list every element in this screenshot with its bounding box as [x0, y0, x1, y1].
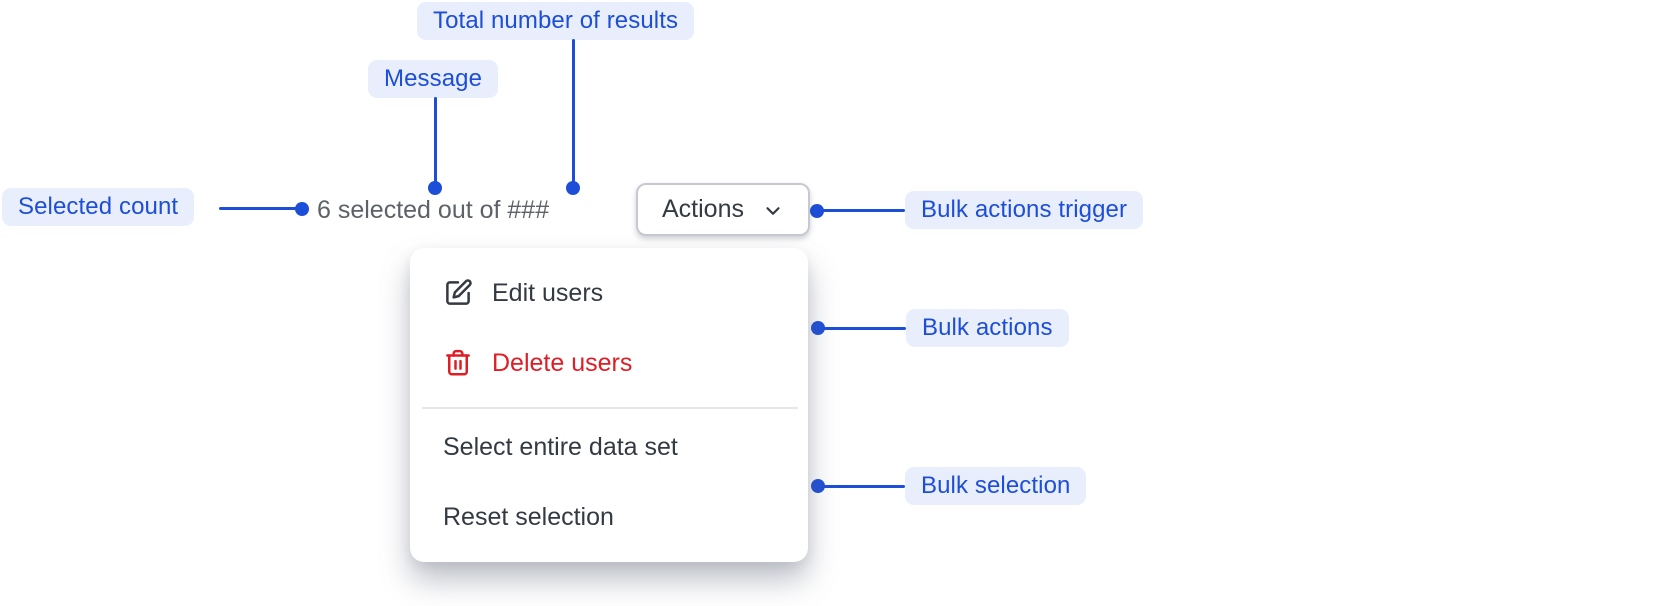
annotation-label-text: Bulk selection: [921, 472, 1071, 499]
menu-item-delete-users[interactable]: Delete users: [410, 328, 808, 398]
bulk-actions-menu: Edit users Delete users Select entire da…: [410, 248, 808, 562]
connector-line: [219, 207, 302, 210]
connector-line: [572, 39, 575, 188]
annotation-label-text: Bulk actions: [922, 314, 1053, 341]
menu-item-label: Select entire data set: [443, 432, 678, 461]
menu-item-label: Reset selection: [443, 502, 614, 531]
connector-dot: [811, 321, 825, 335]
connector-line: [819, 327, 906, 330]
connector-dot: [295, 202, 309, 216]
annotation-label-message: Message: [368, 60, 499, 98]
connector-dot: [428, 181, 442, 195]
connector-dot: [566, 181, 580, 195]
menu-item-label: Edit users: [492, 278, 604, 307]
annotation-label-bulk-actions: Bulk actions: [906, 309, 1069, 347]
chevron-down-icon: [766, 206, 780, 215]
bulk-actions-trigger-button[interactable]: Actions: [636, 183, 810, 236]
menu-item-select-entire-data-set[interactable]: Select entire data set: [410, 412, 808, 482]
annotation-label-text: Bulk actions trigger: [921, 196, 1128, 223]
annotation-label-selected-count: Selected count: [2, 188, 195, 226]
connector-line: [434, 97, 437, 188]
annotation-label-bulk-actions-trigger: Bulk actions trigger: [905, 191, 1144, 229]
menu-item-edit-users[interactable]: Edit users: [410, 258, 808, 328]
connector-dot: [810, 204, 824, 218]
connector-dot: [811, 479, 825, 493]
connector-line: [819, 485, 905, 488]
menu-item-label: Delete users: [492, 348, 633, 377]
trash-icon: [443, 348, 473, 378]
connector-line: [818, 209, 905, 212]
selection-count-message: 6 selected out of ###: [317, 196, 550, 224]
annotation-label-text: Selected count: [18, 193, 179, 220]
annotation-label-bulk-selection: Bulk selection: [905, 467, 1087, 505]
annotation-label-text: Total number of results: [433, 7, 679, 34]
bulk-actions-trigger-label: Actions: [662, 195, 744, 223]
annotation-label-text: Message: [384, 65, 483, 92]
annotation-label-total-results: Total number of results: [417, 2, 695, 40]
menu-item-reset-selection[interactable]: Reset selection: [410, 482, 808, 552]
pencil-icon: [443, 278, 473, 308]
menu-divider: [422, 407, 798, 409]
